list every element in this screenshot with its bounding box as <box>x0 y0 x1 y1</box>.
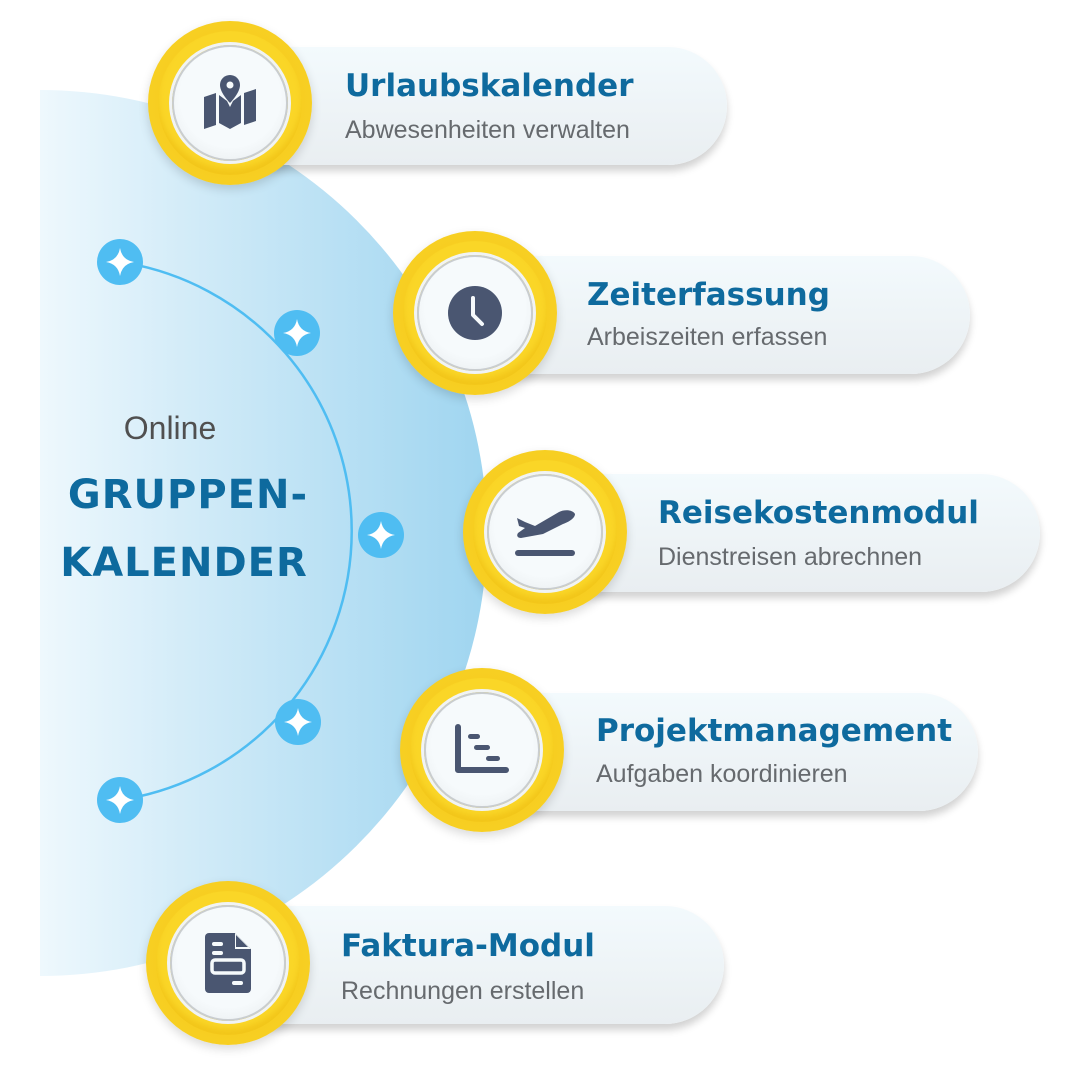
module-pill <box>228 906 724 1024</box>
module-pill <box>475 256 970 374</box>
sparkle-star-icon <box>97 239 143 285</box>
module-subtitle: Arbeiszeiten erfassen <box>587 323 828 351</box>
gantt-chart-icon <box>455 724 509 773</box>
center-prefix: Online <box>123 410 217 446</box>
module-badge <box>146 881 310 1045</box>
clock-icon <box>448 286 502 340</box>
module-subtitle: Rechnungen erstellen <box>341 977 585 1005</box>
module-title: Faktura-Modul <box>341 928 595 964</box>
module-title: Reisekostenmodul <box>658 495 979 531</box>
module-badge <box>148 21 312 185</box>
background-edge <box>0 0 40 1080</box>
module-badge <box>400 668 564 832</box>
module-pill <box>230 47 727 165</box>
module-title: Zeiterfassung <box>587 277 830 313</box>
map-pin-icon <box>204 75 256 129</box>
module-badge <box>463 450 627 614</box>
module-title: Urlaubskalender <box>345 68 634 104</box>
module-subtitle: Aufgaben koordinieren <box>596 760 848 788</box>
module-title: Projektmanagement <box>596 713 953 749</box>
sparkle-star-icon <box>274 310 320 356</box>
sparkle-star-icon <box>358 512 404 558</box>
module-badge <box>393 231 557 395</box>
center-title-line2: KALENDER <box>60 540 308 586</box>
module-subtitle: Abwesenheiten verwalten <box>345 116 630 144</box>
module-pill <box>545 474 1040 592</box>
module-subtitle: Dienstreisen abrechnen <box>658 543 923 571</box>
sparkle-star-icon <box>97 777 143 823</box>
module-pill <box>482 693 978 811</box>
invoice-document-icon <box>205 933 251 993</box>
airplane-takeoff-icon <box>515 510 575 556</box>
sparkle-star-icon <box>275 699 321 745</box>
center-title-line1: GRUPPEN- <box>67 472 309 518</box>
